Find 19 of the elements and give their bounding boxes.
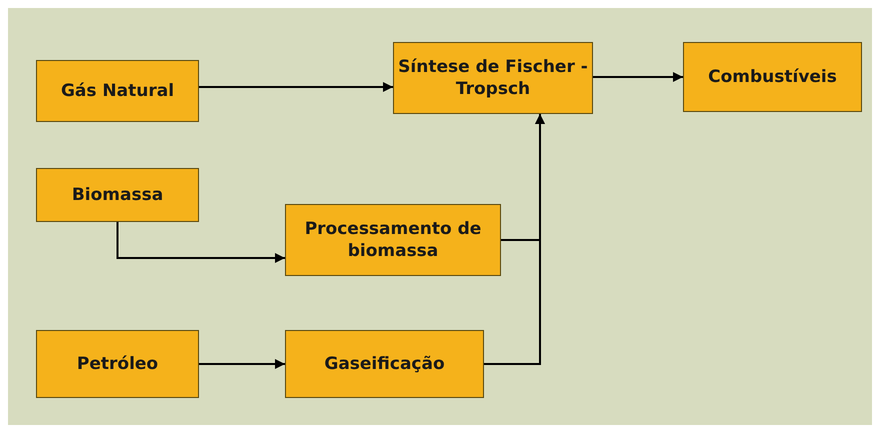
box-label: Combustíveis [708, 66, 837, 88]
process-box [393, 42, 593, 114]
process-box [683, 42, 862, 112]
arrow [593, 72, 683, 82]
process-box [36, 330, 199, 398]
process-box [285, 204, 501, 276]
process-box [36, 168, 199, 222]
arrow [484, 114, 545, 365]
box-label: Petróleo [76, 352, 158, 376]
arrow [199, 82, 393, 92]
box-label: Gás Natural [60, 80, 174, 102]
box-label: Gaseificação [324, 352, 445, 376]
process-box [36, 60, 199, 122]
box-label: Processamento de biomassa [304, 218, 482, 262]
arrow [116, 222, 285, 263]
box-label: Síntese de Fischer -Tropsch [397, 56, 589, 100]
arrow [199, 359, 285, 369]
box-label: Biomassa [72, 184, 164, 206]
process-box [285, 330, 484, 398]
